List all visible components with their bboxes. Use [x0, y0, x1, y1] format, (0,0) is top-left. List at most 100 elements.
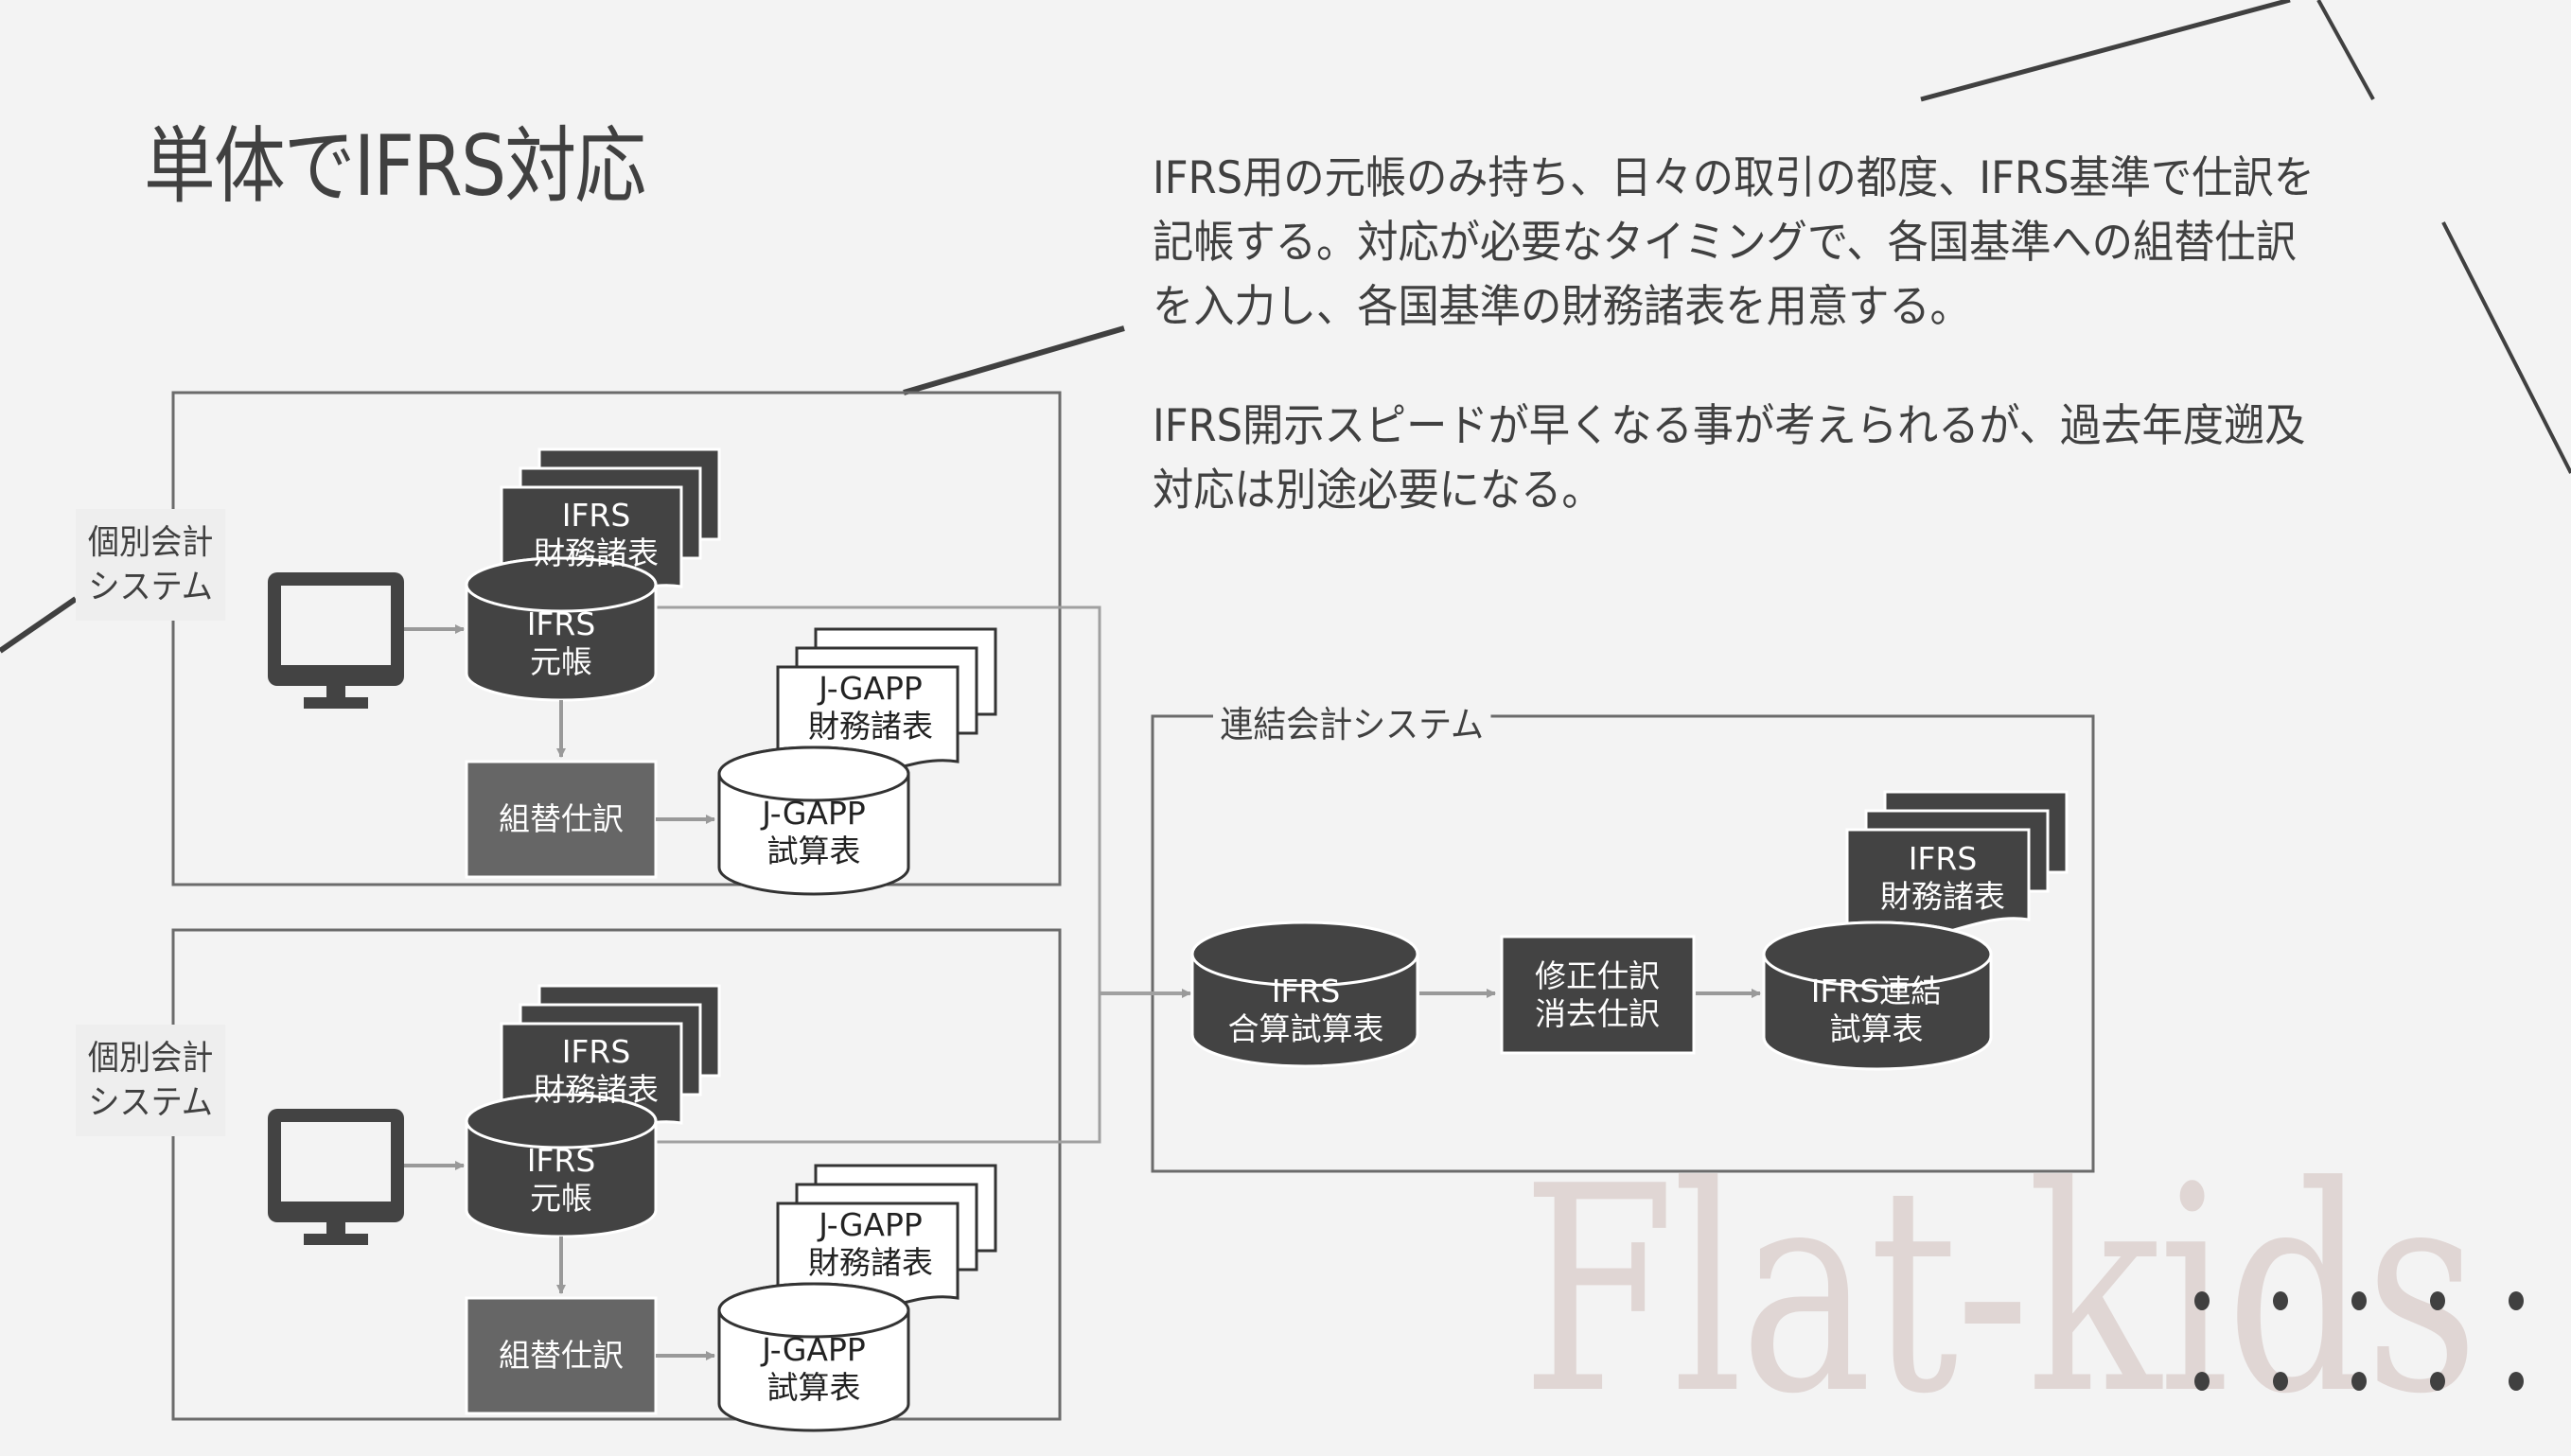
description-text: IFRS用の元帳のみ持ち、日々の取引の都度、IFRS基準で仕訳を記帳する。対応が…	[1153, 147, 2319, 578]
ifrs-ledger-db	[465, 556, 658, 702]
watermark-dot	[2430, 1291, 2445, 1310]
adjustments-label: 修正仕訳消去仕訳	[1535, 957, 1660, 1033]
cylinder-top	[465, 556, 658, 613]
decor-line	[903, 325, 1125, 395]
watermark-dot	[2194, 1372, 2210, 1391]
cylinder-top	[717, 1282, 910, 1339]
decor-line	[2316, 0, 2375, 100]
label-line: システム	[88, 1083, 213, 1122]
watermark-dot	[2194, 1291, 2210, 1310]
cylinder-top	[1762, 921, 1993, 988]
cylinder-top	[465, 1093, 658, 1149]
consolidation-system-box	[1151, 714, 2095, 1173]
page-title: 単体でIFRS対応	[144, 117, 646, 215]
node-text-line: IFRS	[526, 605, 596, 642]
node-text-line: 財務諸表	[534, 1071, 659, 1108]
reclass-entry-box	[465, 760, 658, 879]
node-text-line: J-GAPP	[762, 1331, 866, 1368]
watermark-dot	[2273, 1291, 2288, 1310]
monitor-screen	[281, 1122, 391, 1202]
jgaap-statements-doc	[776, 627, 997, 787]
adjustments-box	[1500, 935, 1696, 1055]
reclass-entry-box	[465, 1296, 658, 1415]
node-text-line: 元帳	[530, 643, 592, 680]
consolidated-trial-balance-db	[1762, 921, 1993, 1071]
description-paragraph-2: IFRS開示スピードが早くなる事が考えられるが、過去年度遡及対応は別途必要になる…	[1153, 400, 2306, 517]
node-text-line: 財務諸表	[534, 535, 659, 571]
monitor-base	[304, 1234, 368, 1245]
node-text-line: IFRS	[1908, 840, 1978, 877]
watermark-dot	[2351, 1291, 2367, 1310]
node-text-line: 財務諸表	[1880, 878, 2005, 915]
decorative-lines	[0, 0, 2571, 654]
individual-system-box-2	[171, 928, 1062, 1421]
watermark-dot	[2509, 1291, 2524, 1310]
description-paragraph-1: IFRS用の元帳のみ持ち、日々の取引の都度、IFRS基準で仕訳を記帳する。対応が…	[1153, 152, 2315, 333]
monitor-icon	[268, 1109, 404, 1245]
watermark-dot	[2273, 1372, 2288, 1391]
monitor-base	[304, 697, 368, 709]
node-text-line: 消去仕訳	[1535, 995, 1660, 1032]
label-line: 個別会計	[87, 523, 214, 562]
node-text-line: IFRS	[561, 1033, 631, 1070]
individual-system-label-1: 個別会計 システム	[76, 509, 226, 621]
node-text-line: 合算試算表	[1227, 1010, 1384, 1047]
node-text-line: J-GAPP	[819, 1206, 923, 1243]
monitor-neck	[326, 1220, 345, 1236]
consolidated-trial-balance-label: IFRS連結試算表	[1811, 973, 1943, 1048]
reclass-entry-label: 組替仕訳	[499, 800, 624, 838]
node-text-line: IFRS	[561, 497, 631, 534]
watermark: Flat-kids	[1522, 1126, 2478, 1456]
node-text-line: 財務諸表	[808, 1244, 933, 1281]
node-text-line: IFRS	[526, 1142, 596, 1179]
individual-system-box-1	[171, 391, 1062, 886]
decor-line	[2441, 221, 2571, 474]
node-text-line: 試算表	[1829, 1010, 1924, 1047]
individual-system-label-2: 個別会計 システム	[76, 1025, 226, 1136]
jgaap-statements-doc	[776, 1164, 997, 1324]
consolidation-system-label: 連結会計システム	[1213, 695, 1491, 747]
decor-line	[1920, 0, 2291, 102]
node-text-line: J-GAPP	[819, 670, 923, 707]
monitor-neck	[326, 684, 345, 699]
node-text-line: 試算表	[766, 833, 861, 869]
reclass-entry-label: 組替仕訳	[499, 1337, 624, 1375]
node-text-line: 組替仕訳	[499, 1337, 624, 1374]
ifrs-ledger-db	[465, 1093, 658, 1238]
node-text-line: 財務諸表	[808, 708, 933, 745]
monitor-screen	[281, 586, 391, 665]
node-text-line: 元帳	[530, 1180, 592, 1217]
node-text-line: IFRS連結	[1810, 973, 1943, 1009]
node-text-line: IFRS	[1271, 973, 1341, 1009]
jgaap-trial-balance-db	[717, 746, 910, 896]
watermark-dot	[2430, 1372, 2445, 1391]
label-line: 個別会計	[87, 1039, 214, 1078]
node-text-line: 修正仕訳	[1535, 957, 1660, 994]
cylinder-top	[717, 746, 910, 802]
watermark-dot	[2509, 1372, 2524, 1391]
watermark-dot	[2351, 1372, 2367, 1391]
combined-trial-balance-db	[1190, 921, 1419, 1068]
connector-line	[656, 605, 1101, 1144]
cylinder-top	[1190, 921, 1419, 988]
ledger-connectors	[656, 605, 1191, 1144]
node-text-line: 試算表	[766, 1369, 861, 1406]
decor-line	[0, 596, 78, 654]
label-line: システム	[88, 568, 213, 606]
jgaap-trial-balance-db	[717, 1282, 910, 1432]
node-text-line: 組替仕訳	[499, 800, 624, 837]
monitor-icon	[268, 572, 404, 709]
node-text-line: J-GAPP	[762, 795, 866, 832]
